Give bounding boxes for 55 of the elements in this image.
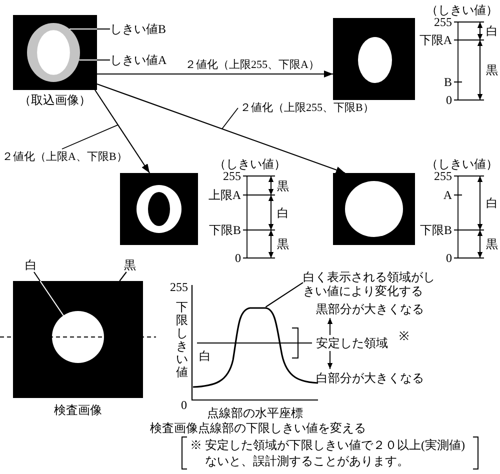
tick-label: 0 bbox=[235, 251, 241, 265]
binarized-image-drawing bbox=[333, 173, 415, 245]
chart-caption: 検査画像点線部の下限しきい値を変える bbox=[150, 421, 366, 435]
leader-line bbox=[70, 28, 110, 30]
arrow bbox=[96, 83, 346, 174]
annotation-text: 安定した領域 bbox=[316, 336, 388, 350]
captured-image bbox=[13, 15, 97, 90]
tick-label: 下限B bbox=[420, 223, 452, 237]
edge-label: ２値化（上限A、下限B） bbox=[2, 150, 128, 164]
scale-title: （しきい値） bbox=[214, 157, 286, 171]
footnote-text: ※ 安定した領域が下限しきい値で２０以上(実測値)ないと、誤計測することがあります。 bbox=[190, 437, 466, 469]
range-label: 黒 bbox=[277, 237, 289, 251]
range-label: 白 bbox=[277, 206, 289, 220]
arrow bbox=[97, 70, 333, 78]
tick-label: 0 bbox=[446, 93, 452, 107]
range-label: 黒 bbox=[277, 178, 289, 192]
edge-label: ２値化（上限255、下限B） bbox=[240, 101, 374, 115]
image-caption: （取込画像） bbox=[19, 93, 91, 107]
leader-line bbox=[79, 59, 110, 61]
annotation-text: 黒部分が大きくなる bbox=[316, 302, 424, 316]
tick-label: 255 bbox=[434, 15, 452, 29]
scale-title: （しきい値） bbox=[426, 3, 498, 17]
annotation-text: 白く表示される領域がしきい値により変化する bbox=[303, 270, 439, 298]
binarized-image-drawing bbox=[333, 18, 415, 100]
range-label: 黒 bbox=[486, 63, 498, 77]
inspection-image bbox=[13, 281, 143, 398]
binarized-image-drawing bbox=[120, 173, 198, 245]
range-label: 黒 bbox=[486, 237, 498, 251]
leader-line bbox=[265, 282, 304, 308]
axis-label: 点線部の水平座標 bbox=[207, 406, 303, 420]
scale-title: （しきい値） bbox=[426, 157, 498, 171]
note-mark: ※ bbox=[399, 329, 409, 343]
annotation-text: 白部分が大きくなる bbox=[316, 371, 424, 385]
range-label: 白 bbox=[486, 24, 498, 38]
tick-label: A bbox=[443, 188, 452, 202]
callout-label: 白 bbox=[25, 258, 37, 272]
edge-label: ２値化（上限255、下限A） bbox=[185, 58, 320, 72]
tick-label: 255 bbox=[170, 280, 188, 294]
range-label: 白 bbox=[486, 196, 498, 210]
circle-region bbox=[52, 311, 104, 363]
threshold-label: しきい値A bbox=[110, 53, 167, 67]
tick-label: 下限B bbox=[208, 223, 241, 237]
tick-label: 255 bbox=[434, 169, 452, 183]
threshold-label: しきい値B bbox=[110, 22, 166, 36]
tick-label: 下限A bbox=[419, 33, 452, 47]
arrow bbox=[94, 90, 150, 174]
region-label: 白 bbox=[199, 349, 211, 363]
tick-label: 255 bbox=[223, 169, 241, 183]
ring-region bbox=[27, 23, 80, 82]
tick-label: 0 bbox=[446, 251, 452, 265]
tick-label: B bbox=[444, 75, 452, 89]
image-caption: 検査画像 bbox=[54, 403, 102, 417]
leader-line bbox=[119, 272, 127, 282]
tick-label: 0 bbox=[181, 398, 187, 412]
callout-label: 黒 bbox=[124, 258, 136, 272]
